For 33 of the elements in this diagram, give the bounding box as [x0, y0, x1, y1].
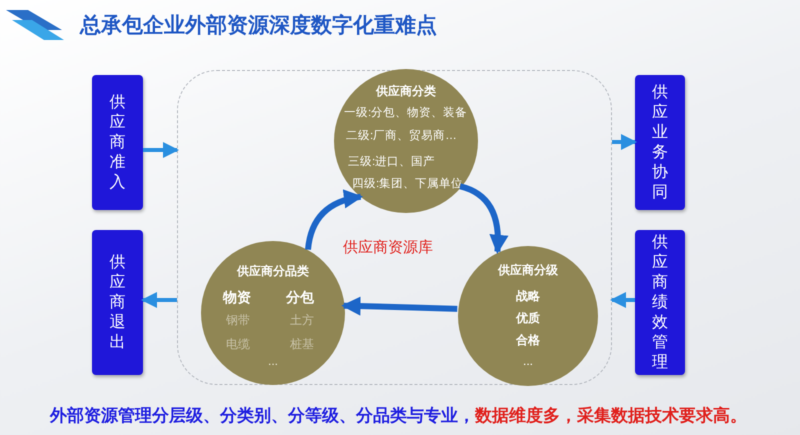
title-text: 总承包企业外部资源深度数字化重难点 [80, 12, 437, 39]
arrow [143, 142, 179, 158]
circle-heading: 供应商分类 [374, 83, 437, 100]
circle-item: 钢带 [226, 312, 250, 329]
circle-heading: 供应商分级 [496, 262, 559, 279]
circle-item: 一级:分包、物资、装备 [344, 106, 468, 120]
performance-box: 供应商绩效管理 [635, 230, 685, 375]
entry-box: 供应商准入 [92, 75, 143, 210]
column-heading: 分包 [286, 289, 314, 307]
circle-item: 合格 [515, 332, 541, 349]
circle-item: 战略 [515, 288, 541, 305]
collaboration-box: 供应业务协同 [635, 75, 685, 210]
circle-item: 三级:进口、国产 [348, 154, 436, 169]
arrow [610, 292, 635, 308]
arrow [459, 183, 508, 254]
column-heading: 物资 [223, 289, 251, 307]
arrow [612, 134, 637, 150]
circle-item: 土方 [290, 312, 314, 329]
circle-item: 电缆 [226, 336, 250, 353]
arrow [305, 190, 364, 250]
center-label: 供应商资源库 [343, 238, 433, 257]
exit-box: 供应商退出 [92, 230, 143, 375]
footer-note: 外部资源管理分层级、分类别、分等级、分品类与专业， [50, 406, 475, 425]
arrow [141, 292, 177, 308]
circle-item: ... [266, 354, 279, 368]
circle-item: 桩基 [290, 336, 314, 353]
circle-heading: 供应商分品类 [236, 263, 310, 280]
circle-item: ... [522, 354, 534, 368]
footer-note: 数据维度多，采集数据技术要求高。 [475, 406, 747, 425]
circle-item: 优质 [514, 310, 541, 327]
arrow [341, 296, 458, 316]
circle-item: 二级:厂商、贸易商… [346, 128, 457, 143]
dashed-frame [177, 70, 612, 385]
